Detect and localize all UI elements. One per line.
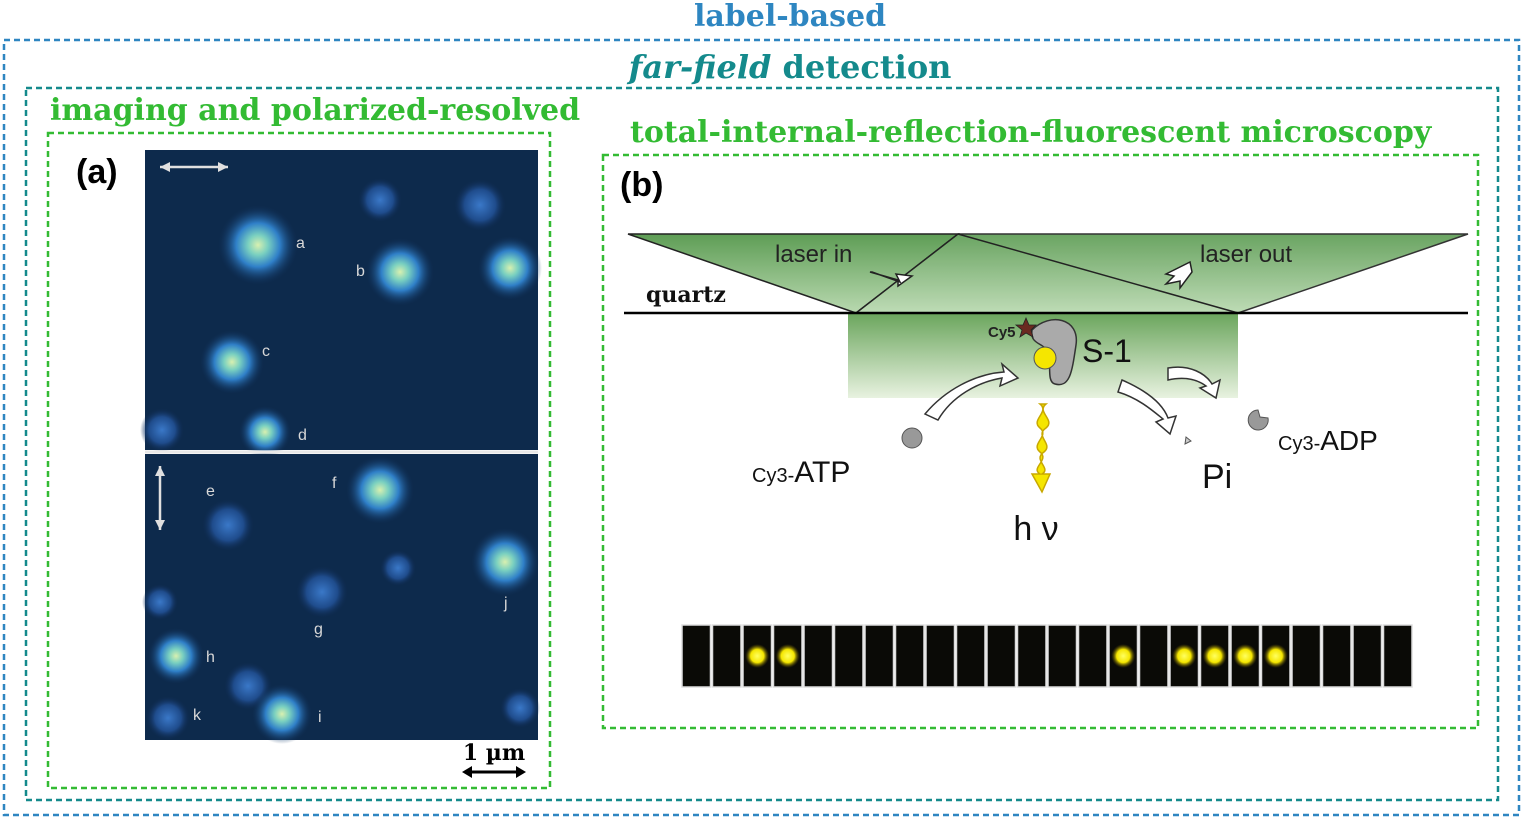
pi-release-arrow-icon — [1117, 378, 1178, 436]
spot-label-b: b — [356, 263, 365, 280]
frame-spot-3 — [775, 644, 800, 668]
emission-photon-icon — [1030, 403, 1052, 494]
micrograph-bottom: e f g h i j k — [142, 454, 540, 744]
frame-5 — [833, 624, 864, 688]
frame-4 — [803, 624, 834, 688]
frame-9 — [955, 624, 986, 688]
frame-12 — [1047, 624, 1078, 688]
spot-label-c: c — [262, 343, 270, 360]
cy3-adp-molecule — [1247, 409, 1269, 431]
label-cy5: Cy5 — [988, 324, 1016, 341]
adp-release-arrow-icon — [1167, 366, 1222, 400]
spot-d — [239, 406, 291, 458]
spot-label-a: a — [296, 235, 305, 252]
label-h-nu: h ν — [1013, 510, 1058, 548]
heading-imaging-polarized: imaging and polarized-resolved — [50, 93, 580, 128]
label-laser-in: laser in — [775, 241, 852, 268]
outer-box-label-based — [2, 38, 1521, 817]
cy3-fluorophore-bound — [1033, 346, 1057, 370]
frame-20 — [1291, 624, 1322, 688]
frame-11 — [1016, 624, 1047, 688]
middle-box-far-field — [24, 86, 1500, 802]
spot-label-k: k — [193, 707, 202, 724]
frame-spot-16 — [1172, 644, 1197, 668]
frame-15 — [1138, 624, 1169, 688]
spot-b — [366, 238, 434, 306]
right-box-tirf — [601, 153, 1480, 730]
cy5-star-icon — [1014, 316, 1037, 338]
spot-j — [471, 528, 539, 596]
label-laser-out: laser out — [1200, 241, 1292, 268]
frame-22 — [1352, 624, 1383, 688]
label-cy3-adp: Cy3-ADP — [1278, 425, 1378, 456]
frame-spot-18 — [1233, 644, 1258, 668]
spot-c — [200, 330, 264, 394]
frame-spot-17 — [1202, 644, 1227, 668]
frame-23 — [1382, 624, 1413, 688]
spot-f — [346, 456, 414, 524]
spot-label-d: d — [298, 427, 307, 444]
tirf-diagram: laser in laser out quartz Cy5 S-1 Cy3-AT… — [624, 233, 1469, 548]
spot-label-g: g — [314, 621, 323, 638]
heading-far-field-detection: far-field detection — [627, 48, 952, 86]
cy3-atp-molecule — [901, 427, 923, 449]
spot-label-j: j — [503, 595, 508, 612]
micrograph-top: a b c d — [140, 150, 542, 458]
frame-13 — [1077, 624, 1108, 688]
frame-spot-14 — [1111, 644, 1136, 668]
spot-label-e: e — [206, 483, 215, 500]
heading-label-based: label-based — [694, 0, 886, 34]
scale-bar-label: 1 µm — [463, 740, 525, 766]
frame-21 — [1321, 624, 1352, 688]
fluorescence-frame-strip — [681, 624, 1413, 688]
label-quartz: quartz — [646, 282, 726, 308]
label-pi: Pi — [1202, 458, 1232, 496]
frame-10 — [986, 624, 1017, 688]
spot-h — [148, 628, 204, 684]
pi-molecule — [1184, 436, 1192, 445]
laser-beam-out — [853, 233, 1469, 314]
spot-i — [252, 684, 312, 744]
binding-arrow-icon — [923, 361, 1020, 421]
label-cy3-atp: Cy3-ATP — [752, 456, 850, 489]
spot-g — [296, 566, 348, 618]
laser-in-arrow-icon — [869, 271, 914, 288]
laser-out-arrow-icon — [1163, 260, 1193, 291]
frame-8 — [925, 624, 956, 688]
panel-b-label: (b) — [620, 166, 663, 204]
spot-label-f: f — [332, 475, 337, 492]
frame-spot-2 — [745, 644, 770, 668]
panel-a-label: (a) — [76, 153, 118, 191]
frame-0 — [681, 624, 712, 688]
left-box-imaging — [46, 131, 552, 790]
spot-label-h: h — [206, 649, 215, 666]
frame-spot-19 — [1263, 644, 1288, 668]
frame-7 — [894, 624, 925, 688]
frame-1 — [711, 624, 742, 688]
frame-6 — [864, 624, 895, 688]
spot-label-i: i — [318, 709, 322, 726]
label-s1: S-1 — [1082, 333, 1132, 369]
heading-tirf: total-internal-reflection-fluorescent mi… — [630, 115, 1433, 150]
spot-a — [218, 205, 298, 285]
